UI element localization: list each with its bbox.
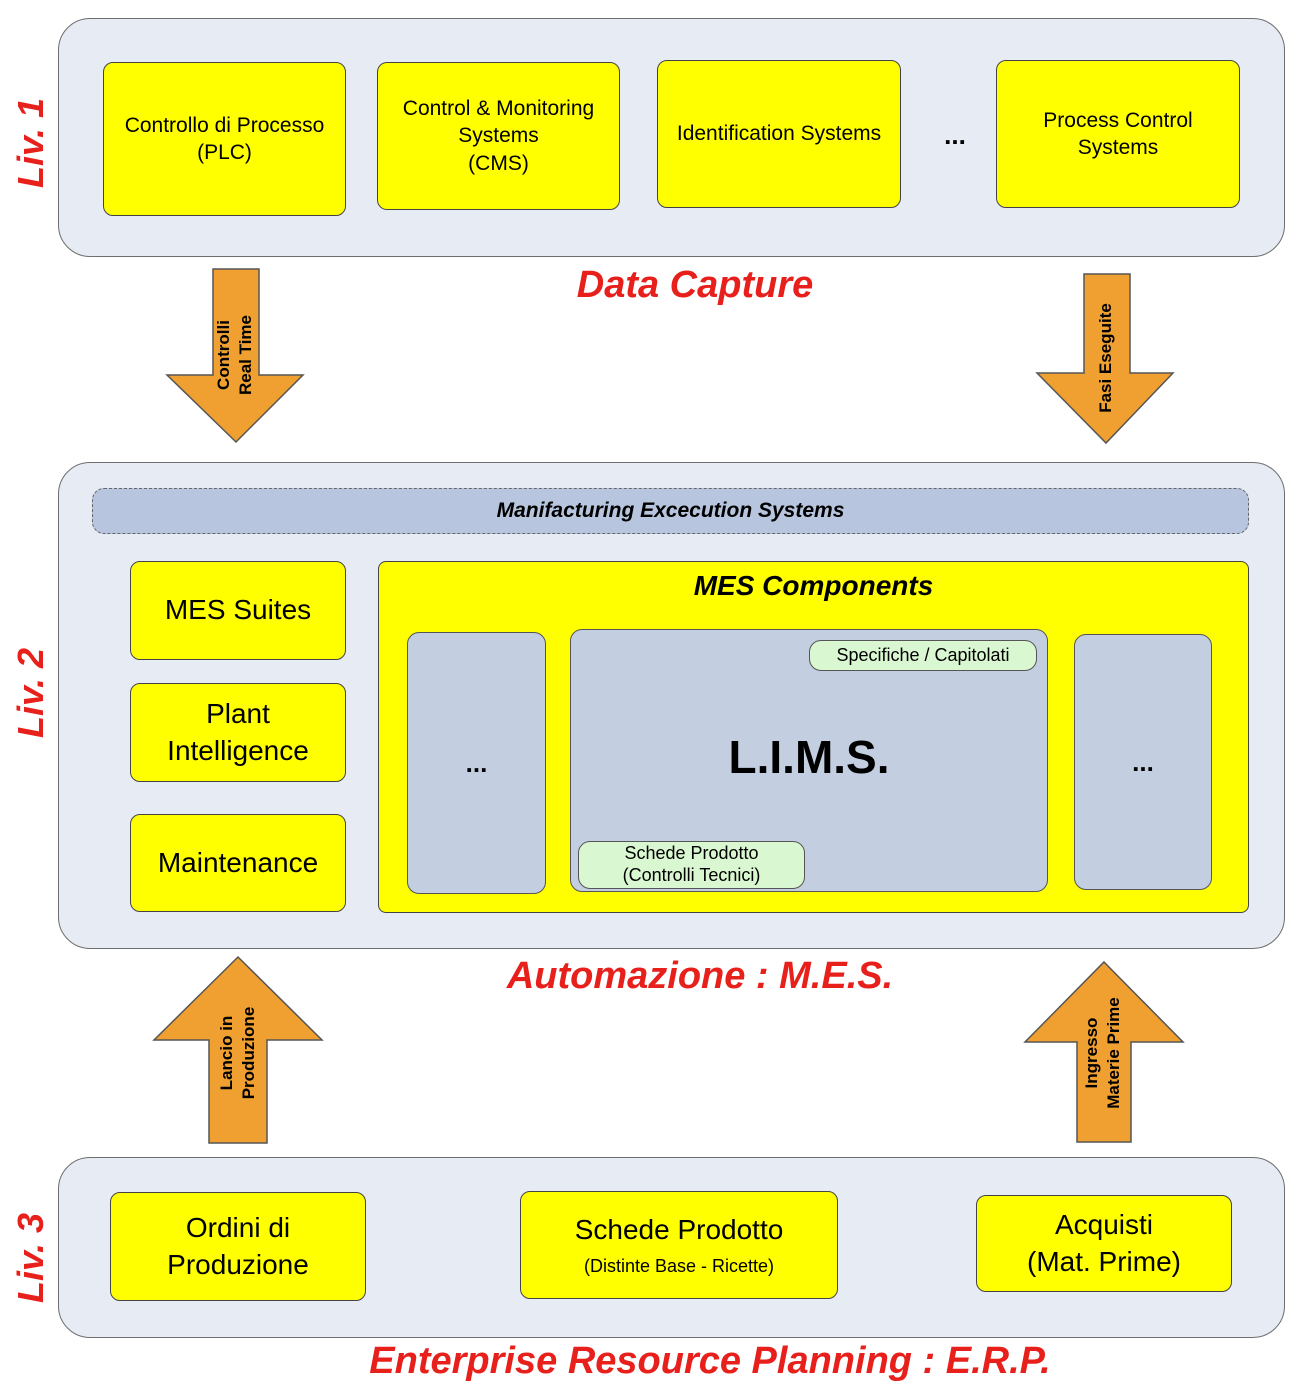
box-ordini-line1: Ordini di [185,1212,291,1244]
arrow-up-left-line2: Produzione [239,1006,258,1099]
box-process-control[interactable]: Process Control Systems [996,60,1240,208]
box-schede-line1: Schede Prodotto [574,1214,784,1246]
box-identification[interactable]: Identification Systems [657,60,901,208]
box-cms-line1: Control & Monitoring [402,97,595,121]
box-cms[interactable]: Control & Monitoring Systems (CMS) [377,62,620,210]
arrow-up-left [152,955,324,1144]
component-left-ellipsis: ... [465,747,488,778]
tag-schede-line1: Schede Prodotto [624,843,759,864]
box-maintenance[interactable]: Maintenance [130,814,346,912]
level1-ellipsis: ... [944,119,966,150]
box-process-control-line1: Process Control [1043,108,1193,132]
arrow-up-left-text: Lancio in Produzione [208,980,268,1125]
box-plc[interactable]: Controllo di Processo (PLC) [103,62,346,216]
box-acquisti[interactable]: Acquisti (Mat. Prime) [976,1195,1232,1292]
box-mes-suites-line1: MES Suites [164,594,312,626]
arrow-up-right-line2: Materie Prime [1104,996,1123,1109]
tag-specifiche[interactable]: Specifiche / Capitolati [809,640,1037,671]
lims-label: L.I.M.S. [728,731,890,783]
level2-label: Liv. 2 [10,647,51,739]
arrow-down-left-text: Controlli Real Time [205,290,265,420]
box-plc-line1: Controllo di Processo [124,113,325,137]
box-plc-line2: (PLC) [197,141,252,164]
mes-components-title: MES Components [693,570,934,601]
component-right-placeholder[interactable]: ... [1074,634,1212,890]
box-plant-intelligence-line1: Plant [206,698,270,730]
level1-label: Liv. 1 [10,97,51,189]
box-acquisti-line2: (Mat. Prime) [1027,1245,1181,1277]
arrow-up-right-line1: Ingresso [1081,1017,1101,1088]
box-schede-line2: (Distinte Base - Ricette) [583,1255,775,1276]
arrow-up-right-text: Ingresso Materie Prime [1073,975,1133,1130]
box-ordini-produzione[interactable]: Ordini di Produzione [110,1192,366,1301]
box-cms-line2: Systems [458,124,539,148]
box-acquisti-line1: Acquisti [1054,1209,1154,1241]
level3-label: Liv. 3 [10,1212,51,1304]
arrow-down-right [1035,273,1175,445]
arrow-down-right-line1: Fasi Eseguite [1095,302,1115,413]
arrow-down-left-line2: Real Time [236,314,255,396]
mes-banner: Manifacturing Excecution Systems [92,488,1249,534]
box-identification-line1: Identification Systems [676,122,882,146]
arrow-up-right [1023,960,1185,1143]
level2-title: Automazione : M.E.S. [506,955,894,997]
box-schede-prodotto[interactable]: Schede Prodotto (Distinte Base - Ricette… [520,1191,838,1299]
box-plant-intelligence-line2: Intelligence [167,734,309,766]
box-maintenance-line1: Maintenance [157,846,319,878]
level3-title: Enterprise Resource Planning : E.R.P. [369,1340,1051,1382]
box-ordini-line2: Produzione [167,1248,309,1280]
box-plant-intelligence[interactable]: Plant Intelligence [130,683,346,782]
mes-banner-text: Manifacturing Excecution Systems [496,499,845,522]
box-mes-suites[interactable]: MES Suites [130,561,346,660]
tag-schede-line2: (Controlli Tecnici) [622,865,761,885]
box-cms-line3: (CMS) [468,151,529,175]
component-left-placeholder[interactable]: ... [407,632,546,894]
arrow-up-left-line1: Lancio in [216,1015,236,1090]
level1-title: Data Capture [576,264,814,306]
arrow-down-left [165,268,305,444]
tag-schede-prodotto[interactable]: Schede Prodotto (Controlli Tecnici) [578,841,805,889]
box-process-control-line2: Systems [1077,136,1159,159]
component-right-ellipsis: ... [1132,746,1154,777]
arrow-down-right-text: Fasi Eseguite [1076,290,1136,425]
arrow-down-left-line1: Controlli [213,320,233,390]
tag-specifiche-text: Specifiche / Capitolati [836,644,1010,665]
